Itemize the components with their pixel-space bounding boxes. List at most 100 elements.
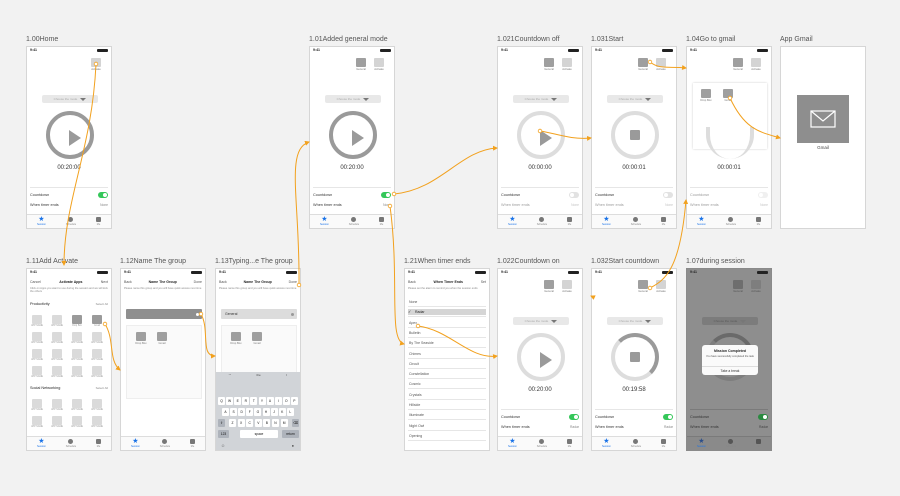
key[interactable]: I	[274, 397, 282, 405]
sound-option[interactable]: None	[409, 300, 418, 304]
tab-me[interactable]: Me	[567, 439, 573, 448]
tab-schedule[interactable]: Schedule	[66, 217, 76, 226]
back-button[interactable]: Back	[408, 280, 416, 284]
select-all-button[interactable]: Select All	[95, 302, 108, 306]
key[interactable]: C	[246, 419, 254, 427]
suggestion[interactable]: I	[286, 373, 288, 377]
mode-dropdown[interactable]: Choose the mode	[513, 95, 569, 103]
tab-me[interactable]: Me	[756, 217, 762, 226]
tab-me[interactable]: Me	[190, 439, 196, 448]
key[interactable]: R	[242, 397, 250, 405]
key[interactable]: Y	[258, 397, 266, 405]
mode-dropdown[interactable]: Choose the mode	[607, 95, 663, 103]
tab-session[interactable]: ★Session	[320, 216, 329, 226]
key[interactable]: T	[250, 397, 258, 405]
app-icon[interactable]	[72, 315, 82, 324]
stop-icon[interactable]	[630, 130, 640, 140]
sound-option[interactable]: Night Owl	[409, 423, 425, 428]
key[interactable]: H	[262, 408, 270, 416]
emoji-icon[interactable]: ☺	[221, 443, 226, 448]
countdown-toggle[interactable]	[569, 414, 579, 420]
tab-me[interactable]: Me	[96, 439, 102, 448]
countdown-toggle[interactable]	[663, 192, 673, 198]
tab-schedule[interactable]: Schedule	[66, 439, 76, 448]
general-mode-icon[interactable]	[356, 58, 366, 67]
take-break-button[interactable]: Take a break	[702, 366, 758, 375]
gmail-icon[interactable]	[723, 89, 733, 98]
sound-option[interactable]: Circuit	[409, 361, 419, 366]
activate-icon[interactable]	[91, 58, 101, 67]
dropbox-icon[interactable]	[701, 89, 711, 98]
tab-me[interactable]: Me	[661, 439, 667, 448]
mode-dropdown[interactable]: Choose the mode	[513, 317, 569, 325]
app-icon[interactable]	[92, 332, 102, 341]
key[interactable]: X	[237, 419, 245, 427]
key[interactable]: W	[226, 397, 234, 405]
tab-session[interactable]: ★Session	[602, 438, 611, 448]
app-icon[interactable]	[92, 416, 102, 425]
app-icon[interactable]	[72, 332, 82, 341]
microphone-icon[interactable]: ●	[291, 443, 294, 448]
tab-session[interactable]: ★Session	[131, 438, 140, 448]
activate-icon[interactable]	[562, 280, 572, 289]
key[interactable]: G	[254, 408, 262, 416]
sound-option[interactable]: Chimes	[409, 351, 421, 356]
sound-option[interactable]: Opening	[409, 433, 423, 438]
countdown-toggle[interactable]	[98, 192, 108, 198]
tab-session[interactable]: ★Session	[602, 216, 611, 226]
delete-key[interactable]: ⌫	[292, 419, 299, 427]
countdown-toggle[interactable]	[663, 414, 673, 420]
play-icon[interactable]	[69, 130, 81, 146]
set-button[interactable]: Set	[480, 280, 486, 284]
app-icon[interactable]	[92, 366, 102, 375]
sound-option[interactable]: Radar	[415, 310, 425, 315]
sound-option[interactable]: Constellation	[409, 372, 430, 377]
key[interactable]: N	[272, 419, 279, 427]
app-icon[interactable]	[32, 416, 42, 425]
tab-schedule[interactable]: Schedule	[537, 217, 547, 226]
general-mode-icon[interactable]	[733, 58, 743, 67]
key[interactable]: Z	[229, 419, 236, 427]
tab-me[interactable]: Me	[379, 217, 385, 226]
tab-me[interactable]: Me	[567, 217, 573, 226]
app-icon[interactable]	[32, 399, 42, 408]
sound-option[interactable]: Crystals	[409, 392, 422, 397]
key[interactable]: M	[280, 419, 288, 427]
key[interactable]: S	[230, 408, 238, 416]
key[interactable]: O	[282, 397, 290, 405]
play-icon[interactable]	[540, 130, 552, 146]
app-icon[interactable]	[32, 366, 42, 375]
countdown-toggle[interactable]	[381, 192, 391, 198]
general-mode-icon[interactable]	[544, 280, 554, 289]
clear-icon[interactable]	[196, 312, 199, 316]
stop-icon[interactable]	[630, 352, 640, 362]
cancel-button[interactable]: Cancel	[30, 280, 41, 284]
app-icon[interactable]	[32, 349, 42, 358]
clear-icon[interactable]	[291, 312, 294, 316]
suggestion[interactable]: the	[256, 373, 261, 377]
key[interactable]: K	[278, 408, 286, 416]
return-key[interactable]: return	[282, 430, 299, 438]
tab-schedule[interactable]: Schedule	[349, 217, 359, 226]
shift-key[interactable]: ⇧	[218, 419, 225, 427]
sound-option[interactable]: Cosmic	[409, 382, 421, 387]
tab-schedule[interactable]: Schedule	[537, 439, 547, 448]
key[interactable]: U	[266, 397, 274, 405]
app-icon[interactable]	[32, 332, 42, 341]
done-button[interactable]: Done	[288, 280, 297, 284]
countdown-toggle[interactable]	[758, 192, 768, 198]
tab-session[interactable]: ★Session	[697, 216, 706, 226]
countdown-toggle[interactable]	[569, 192, 579, 198]
suggestion[interactable]: ""	[228, 373, 231, 377]
mode-dropdown[interactable]: Choose the mode	[42, 95, 98, 103]
tab-session[interactable]: ★Session	[508, 438, 517, 448]
done-button[interactable]: Done	[193, 280, 202, 284]
app-icon[interactable]	[52, 332, 62, 341]
tab-schedule[interactable]: Schedule	[631, 217, 641, 226]
play-icon[interactable]	[352, 130, 364, 146]
tab-schedule[interactable]: Schedule	[631, 439, 641, 448]
